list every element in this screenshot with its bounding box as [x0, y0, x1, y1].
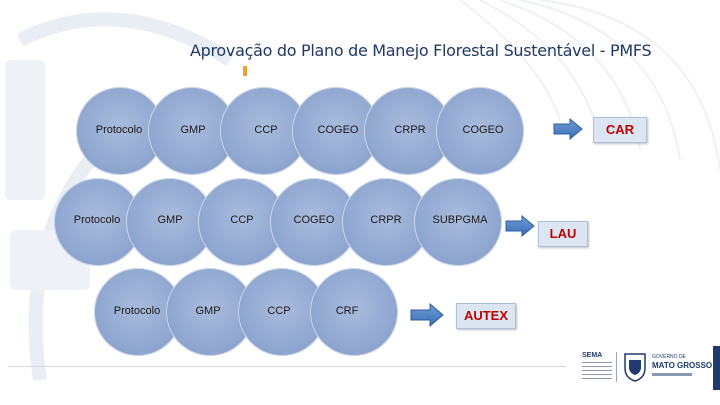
page-title: Aprovação do Plano de Manejo Florestal S… [190, 41, 652, 60]
step-label: GMP [157, 214, 183, 226]
step-label: CCP [254, 124, 278, 136]
arrow-right-icon [410, 303, 444, 327]
step-label: COGEO [462, 124, 504, 136]
arrow-right-icon [553, 118, 583, 140]
step-label: CCP [230, 214, 254, 226]
logo-separator [616, 352, 617, 382]
result-box-lau: LAU [538, 221, 588, 247]
footer-divider [8, 366, 566, 367]
step-label: CRF [335, 305, 359, 317]
right-edge-bar [713, 346, 720, 390]
sema-logo-text: SEMA [582, 352, 603, 359]
step-label: COGEO [317, 124, 359, 136]
step-label: SUBPGMA [432, 214, 488, 226]
step-label: Protocolo [73, 214, 121, 226]
sema-logo-lines [582, 362, 612, 380]
step-label: GMP [180, 124, 206, 136]
gov-logo-line1: GOVERNO DE [652, 354, 686, 360]
step-label: Protocolo [113, 305, 161, 317]
process-circle [414, 178, 502, 266]
title-accent-bar [243, 66, 247, 76]
step-label: GMP [195, 305, 221, 317]
result-box-autex: AUTEX [456, 303, 516, 329]
step-label: COGEO [293, 214, 335, 226]
process-circle [310, 268, 398, 356]
step-label: CCP [267, 305, 291, 317]
gov-logo-line2: MATO GROSSO [652, 361, 713, 370]
step-label: CRPR [370, 214, 402, 226]
process-circle [436, 87, 524, 175]
result-box-car: CAR [593, 117, 647, 143]
state-seal-icon [624, 353, 646, 382]
step-label: Protocolo [95, 124, 143, 136]
gov-logo-subline [652, 373, 692, 376]
footer-logos: SEMA GOVERNO DE MATO GROSSO [572, 350, 712, 386]
step-label: CRPR [394, 124, 426, 136]
arrow-right-icon [505, 215, 535, 237]
